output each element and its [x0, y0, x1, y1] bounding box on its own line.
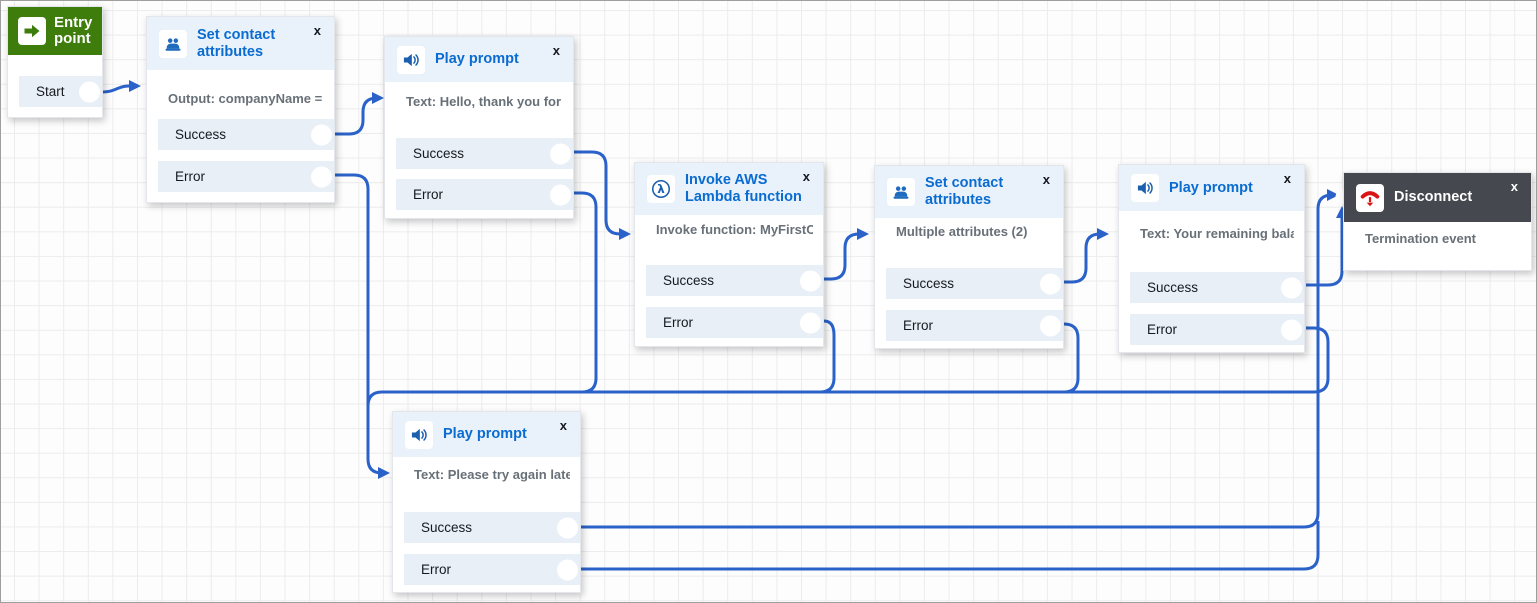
branch-label: Success [903, 276, 955, 291]
node-set-contact-attributes-2[interactable]: Set contact attributes x Multiple attrib… [874, 165, 1064, 349]
branch-label: Success [175, 127, 227, 142]
node-description: Output: companyName = ... [168, 91, 324, 106]
output-port-error[interactable] [557, 559, 578, 580]
success-row: Success [886, 268, 1063, 299]
output-port-success[interactable] [1281, 277, 1302, 298]
node-disconnect[interactable]: Disconnect x Termination event [1343, 172, 1532, 271]
edge-pp1-success[interactable] [574, 150, 621, 236]
node-header[interactable]: λ Invoke AWS Lambda function [635, 163, 823, 215]
branch-label: Error [175, 169, 205, 184]
close-icon[interactable]: x [802, 169, 810, 184]
output-port-success[interactable] [557, 517, 578, 538]
error-row: Error [886, 310, 1063, 341]
edge-setattr2-error[interactable] [1063, 322, 1080, 394]
close-icon[interactable]: x [552, 43, 560, 58]
contact-attributes-icon [887, 178, 915, 206]
node-title: Set contact attributes [197, 26, 276, 60]
node-title: Play prompt [443, 426, 527, 442]
output-port-start[interactable] [79, 81, 100, 102]
close-icon[interactable]: x [1042, 172, 1050, 187]
output-port-success[interactable] [1040, 273, 1061, 294]
branch-label: Success [421, 520, 473, 535]
edge-setattr1-error[interactable] [334, 173, 370, 459]
output-port-error[interactable] [311, 166, 332, 187]
success-row: Success [404, 512, 580, 543]
node-header[interactable]: Play prompt [385, 37, 573, 82]
error-row: Error [158, 161, 334, 192]
node-description: Invoke function: MyFirstC... [656, 222, 813, 237]
close-icon[interactable]: x [1283, 171, 1291, 186]
edge-setattr2-success[interactable] [1064, 232, 1101, 284]
error-row: Error [1130, 314, 1304, 345]
branch-label: Success [663, 273, 715, 288]
success-row: Success [646, 265, 823, 296]
edge-setattr1-success[interactable] [334, 96, 378, 136]
node-title: Play prompt [435, 51, 519, 67]
edge-pp2-success[interactable] [1306, 216, 1344, 287]
node-description: Text: Please try again later. [414, 467, 570, 482]
node-play-prompt-3[interactable]: Play prompt x Text: Please try again lat… [392, 411, 581, 593]
lambda-icon: λ [647, 175, 675, 203]
node-description: Multiple attributes (2) [896, 224, 1028, 239]
branch-label: Success [1147, 280, 1199, 295]
branch-label: Error [413, 187, 443, 202]
error-row: Error [396, 179, 573, 210]
branch-label: Error [903, 318, 933, 333]
branch-label: Error [663, 315, 693, 330]
output-port-error[interactable] [800, 312, 821, 333]
node-title: Entry point [54, 14, 93, 47]
output-port-error[interactable] [1281, 319, 1302, 340]
branch-label: Success [413, 146, 465, 161]
output-port-success[interactable] [550, 143, 571, 164]
output-port-success[interactable] [800, 270, 821, 291]
disconnect-phone-icon [1356, 183, 1384, 212]
node-set-contact-attributes-1[interactable]: Set contact attributes x Output: company… [146, 16, 335, 203]
node-header[interactable]: Set contact attributes [875, 166, 1063, 218]
node-description: Termination event [1365, 231, 1477, 246]
entry-point-header: Entry point [8, 7, 102, 55]
node-header[interactable]: Play prompt [393, 412, 580, 457]
output-port-error[interactable] [550, 184, 571, 205]
edge-pp3-error[interactable] [579, 521, 1320, 571]
contact-attributes-icon [159, 29, 187, 58]
entry-arrow-icon [18, 17, 46, 45]
node-description: Text: Hello, thank you for ... [406, 94, 563, 109]
speaker-icon [405, 420, 433, 449]
node-play-prompt-2[interactable]: Play prompt x Text: Your remaining bala.… [1118, 164, 1305, 353]
node-title: Set contact attributes [925, 175, 1004, 208]
success-row: Success [396, 138, 573, 169]
branch-label: Error [1147, 322, 1177, 337]
node-title: Play prompt [1169, 179, 1253, 196]
speaker-icon [397, 45, 425, 74]
close-icon[interactable]: x [1510, 179, 1518, 194]
error-row: Error [646, 307, 823, 338]
start-row: Start [19, 76, 102, 107]
edge-lambda-success[interactable] [824, 232, 860, 281]
node-entry-point[interactable]: Entry point Start [7, 6, 103, 118]
output-port-success[interactable] [311, 124, 332, 145]
branch-label: Error [421, 562, 451, 577]
node-header[interactable]: Set contact attributes [147, 17, 334, 70]
success-row: Success [1130, 272, 1304, 303]
node-description: Text: Your remaining bala... [1140, 226, 1294, 241]
node-title: Disconnect [1394, 189, 1473, 205]
error-row: Error [404, 554, 580, 585]
output-port-error[interactable] [1040, 315, 1061, 336]
close-icon[interactable]: x [559, 418, 567, 433]
close-icon[interactable]: x [313, 23, 321, 38]
success-row: Success [158, 119, 334, 150]
node-play-prompt-1[interactable]: Play prompt x Text: Hello, thank you for… [384, 36, 574, 219]
edge-pp1-error[interactable] [561, 191, 598, 394]
node-header[interactable]: Play prompt [1119, 165, 1304, 211]
speaker-icon [1131, 174, 1159, 202]
node-invoke-aws-lambda-function[interactable]: λ Invoke AWS Lambda function x Invoke fu… [634, 162, 824, 347]
edge-start-to-setattr1[interactable] [100, 84, 130, 94]
node-title: Invoke AWS Lambda function [685, 172, 802, 205]
svg-text:λ: λ [657, 182, 665, 196]
node-header[interactable]: Disconnect [1344, 173, 1531, 222]
branch-label: Start [36, 84, 65, 99]
